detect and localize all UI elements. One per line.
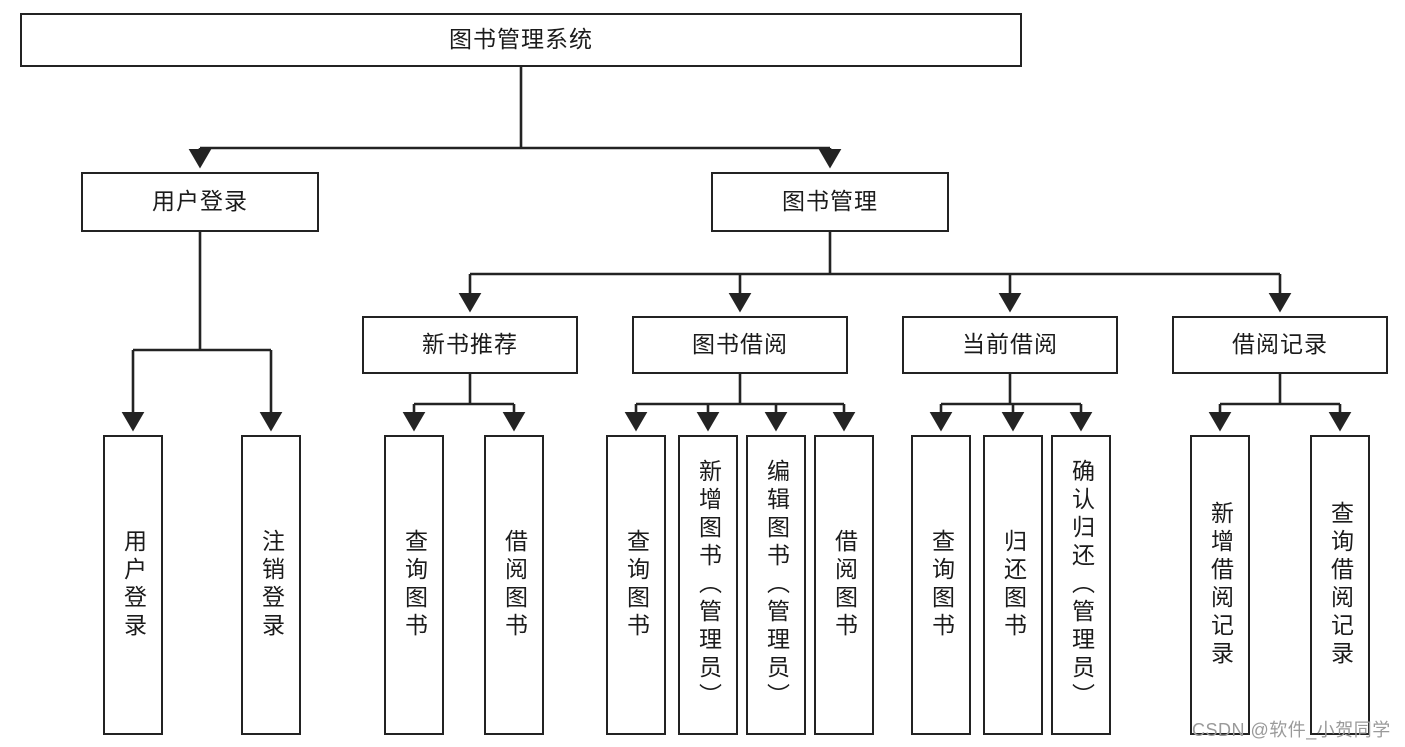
node-leaf-query-record[interactable]: 查询借阅记录 [1310,435,1370,735]
node-user-login[interactable]: 用户登录 [81,172,319,232]
node-leaf-confirm-return[interactable]: 确认归还（管理员） [1051,435,1111,735]
node-leaf-user-logout[interactable]: 注销登录 [241,435,301,735]
node-leaf-borrow-book-2-label: 借阅图书 [831,529,858,641]
node-current-borrow[interactable]: 当前借阅 [902,316,1118,374]
node-leaf-query-book-1-label: 查询图书 [401,529,428,641]
node-leaf-query-book-2-label: 查询图书 [623,529,650,641]
node-leaf-return-book-label: 归还图书 [1000,529,1027,641]
node-new-book-rec-label: 新书推荐 [422,331,518,358]
node-book-manage-label: 图书管理 [782,188,878,215]
node-leaf-user-login[interactable]: 用户登录 [103,435,163,735]
node-current-borrow-label: 当前借阅 [962,331,1058,358]
node-leaf-query-record-label: 查询借阅记录 [1327,501,1354,669]
watermark-text: CSDN @软件_小贺同学 [1192,720,1391,740]
node-leaf-borrow-book-2[interactable]: 借阅图书 [814,435,874,735]
node-root-system-label: 图书管理系统 [449,26,593,53]
node-leaf-borrow-book-1[interactable]: 借阅图书 [484,435,544,735]
node-user-login-label: 用户登录 [152,188,248,215]
node-leaf-add-record[interactable]: 新增借阅记录 [1190,435,1250,735]
node-book-borrow[interactable]: 图书借阅 [632,316,848,374]
node-leaf-add-record-label: 新增借阅记录 [1207,501,1234,669]
node-leaf-confirm-return-label: 确认归还（管理员） [1068,459,1095,711]
node-leaf-add-book[interactable]: 新增图书（管理员） [678,435,738,735]
node-leaf-edit-book-label: 编辑图书（管理员） [763,459,790,711]
node-book-borrow-label: 图书借阅 [692,331,788,358]
node-leaf-query-book-2[interactable]: 查询图书 [606,435,666,735]
node-leaf-user-login-label: 用户登录 [120,529,147,641]
node-book-manage[interactable]: 图书管理 [711,172,949,232]
node-leaf-user-logout-label: 注销登录 [258,529,285,641]
node-root-system[interactable]: 图书管理系统 [20,13,1022,67]
node-leaf-add-book-label: 新增图书（管理员） [695,459,722,711]
node-leaf-return-book[interactable]: 归还图书 [983,435,1043,735]
node-leaf-query-book-1[interactable]: 查询图书 [384,435,444,735]
node-borrow-record-label: 借阅记录 [1232,331,1328,358]
node-leaf-query-book-3[interactable]: 查询图书 [911,435,971,735]
node-leaf-borrow-book-1-label: 借阅图书 [501,529,528,641]
node-new-book-rec[interactable]: 新书推荐 [362,316,578,374]
node-borrow-record[interactable]: 借阅记录 [1172,316,1388,374]
node-leaf-query-book-3-label: 查询图书 [928,529,955,641]
node-leaf-edit-book[interactable]: 编辑图书（管理员） [746,435,806,735]
